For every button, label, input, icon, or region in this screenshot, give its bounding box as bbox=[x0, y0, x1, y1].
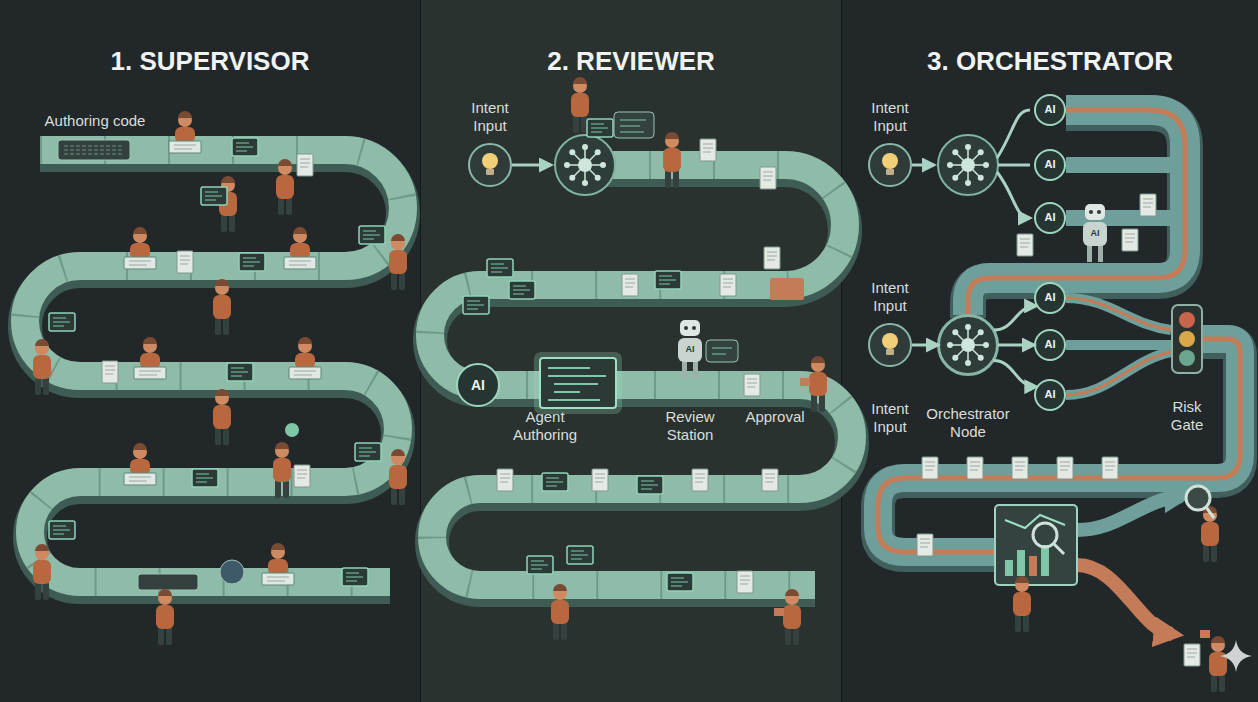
panel-heading: 2. REVIEWER bbox=[421, 46, 841, 77]
input-circle: Intent Input bbox=[868, 323, 912, 367]
node-outline bbox=[868, 143, 912, 187]
chip-label: AI bbox=[1034, 388, 1066, 401]
ai-chip: AI bbox=[1034, 94, 1066, 126]
node-label: Risk Gate bbox=[1157, 398, 1217, 434]
ai-chip: AI bbox=[1034, 379, 1066, 411]
circle-outline bbox=[469, 144, 511, 186]
chip-label: AI bbox=[1034, 211, 1066, 224]
input-circle: Intent Input bbox=[868, 143, 912, 187]
text-label: AI bbox=[675, 344, 705, 355]
node-outline bbox=[868, 323, 912, 367]
text-label: Review Station bbox=[650, 408, 730, 444]
circle-outline bbox=[1035, 150, 1065, 180]
text-label: AI bbox=[1080, 228, 1110, 239]
risk-gate: Risk Gate bbox=[1171, 304, 1203, 374]
node-label: Intent Input bbox=[858, 99, 922, 135]
circle-outline bbox=[457, 364, 499, 406]
gate-outline bbox=[1172, 305, 1202, 373]
text-label: Intent Input bbox=[858, 400, 922, 436]
node-outline bbox=[938, 315, 998, 375]
circle-outline bbox=[869, 324, 911, 366]
panel-band: 2. REVIEWER Intent InputAI bbox=[421, 0, 841, 702]
node-label: Intent Input bbox=[858, 279, 922, 315]
ai-chip: AI bbox=[1034, 202, 1066, 234]
chip-label: AI bbox=[1034, 291, 1066, 304]
ai-chip: AI bbox=[1034, 329, 1066, 361]
chip-label: AI bbox=[456, 377, 500, 394]
node-outline bbox=[1171, 304, 1203, 374]
circle-outline bbox=[1035, 380, 1065, 410]
text-label: Approval bbox=[735, 408, 815, 426]
circle-outline bbox=[1035, 203, 1065, 233]
text-label: Agent Authoring bbox=[505, 408, 585, 444]
chip-label: AI bbox=[1034, 338, 1066, 351]
ai-chip: AI bbox=[1034, 149, 1066, 181]
panel-heading: 1. SUPERVISOR bbox=[0, 46, 420, 77]
panel-band: 3. ORCHESTRATORIntent InputAIAIAIIntent … bbox=[842, 0, 1258, 702]
node-label: Orchestrator Node bbox=[913, 405, 1023, 441]
ai-chip: AI bbox=[456, 363, 500, 407]
circle-outline bbox=[1035, 283, 1065, 313]
input-circle: Intent Input bbox=[468, 143, 512, 187]
panel-heading: 3. ORCHESTRATOR bbox=[842, 46, 1258, 77]
circle-outline bbox=[939, 316, 997, 374]
panel-band: 1. SUPERVISOR bbox=[0, 0, 420, 702]
circle-outline bbox=[1035, 95, 1065, 125]
text-label: Authoring code bbox=[25, 112, 165, 130]
chip-label: AI bbox=[1034, 158, 1066, 171]
circle-outline bbox=[1035, 330, 1065, 360]
chip-label: AI bbox=[1034, 103, 1066, 116]
node-label: Intent Input bbox=[458, 99, 522, 135]
ai-chip: AI bbox=[1034, 282, 1066, 314]
orchestrator-node: Orchestrator Node bbox=[938, 315, 998, 375]
circle-outline bbox=[869, 144, 911, 186]
node-outline bbox=[468, 143, 512, 187]
